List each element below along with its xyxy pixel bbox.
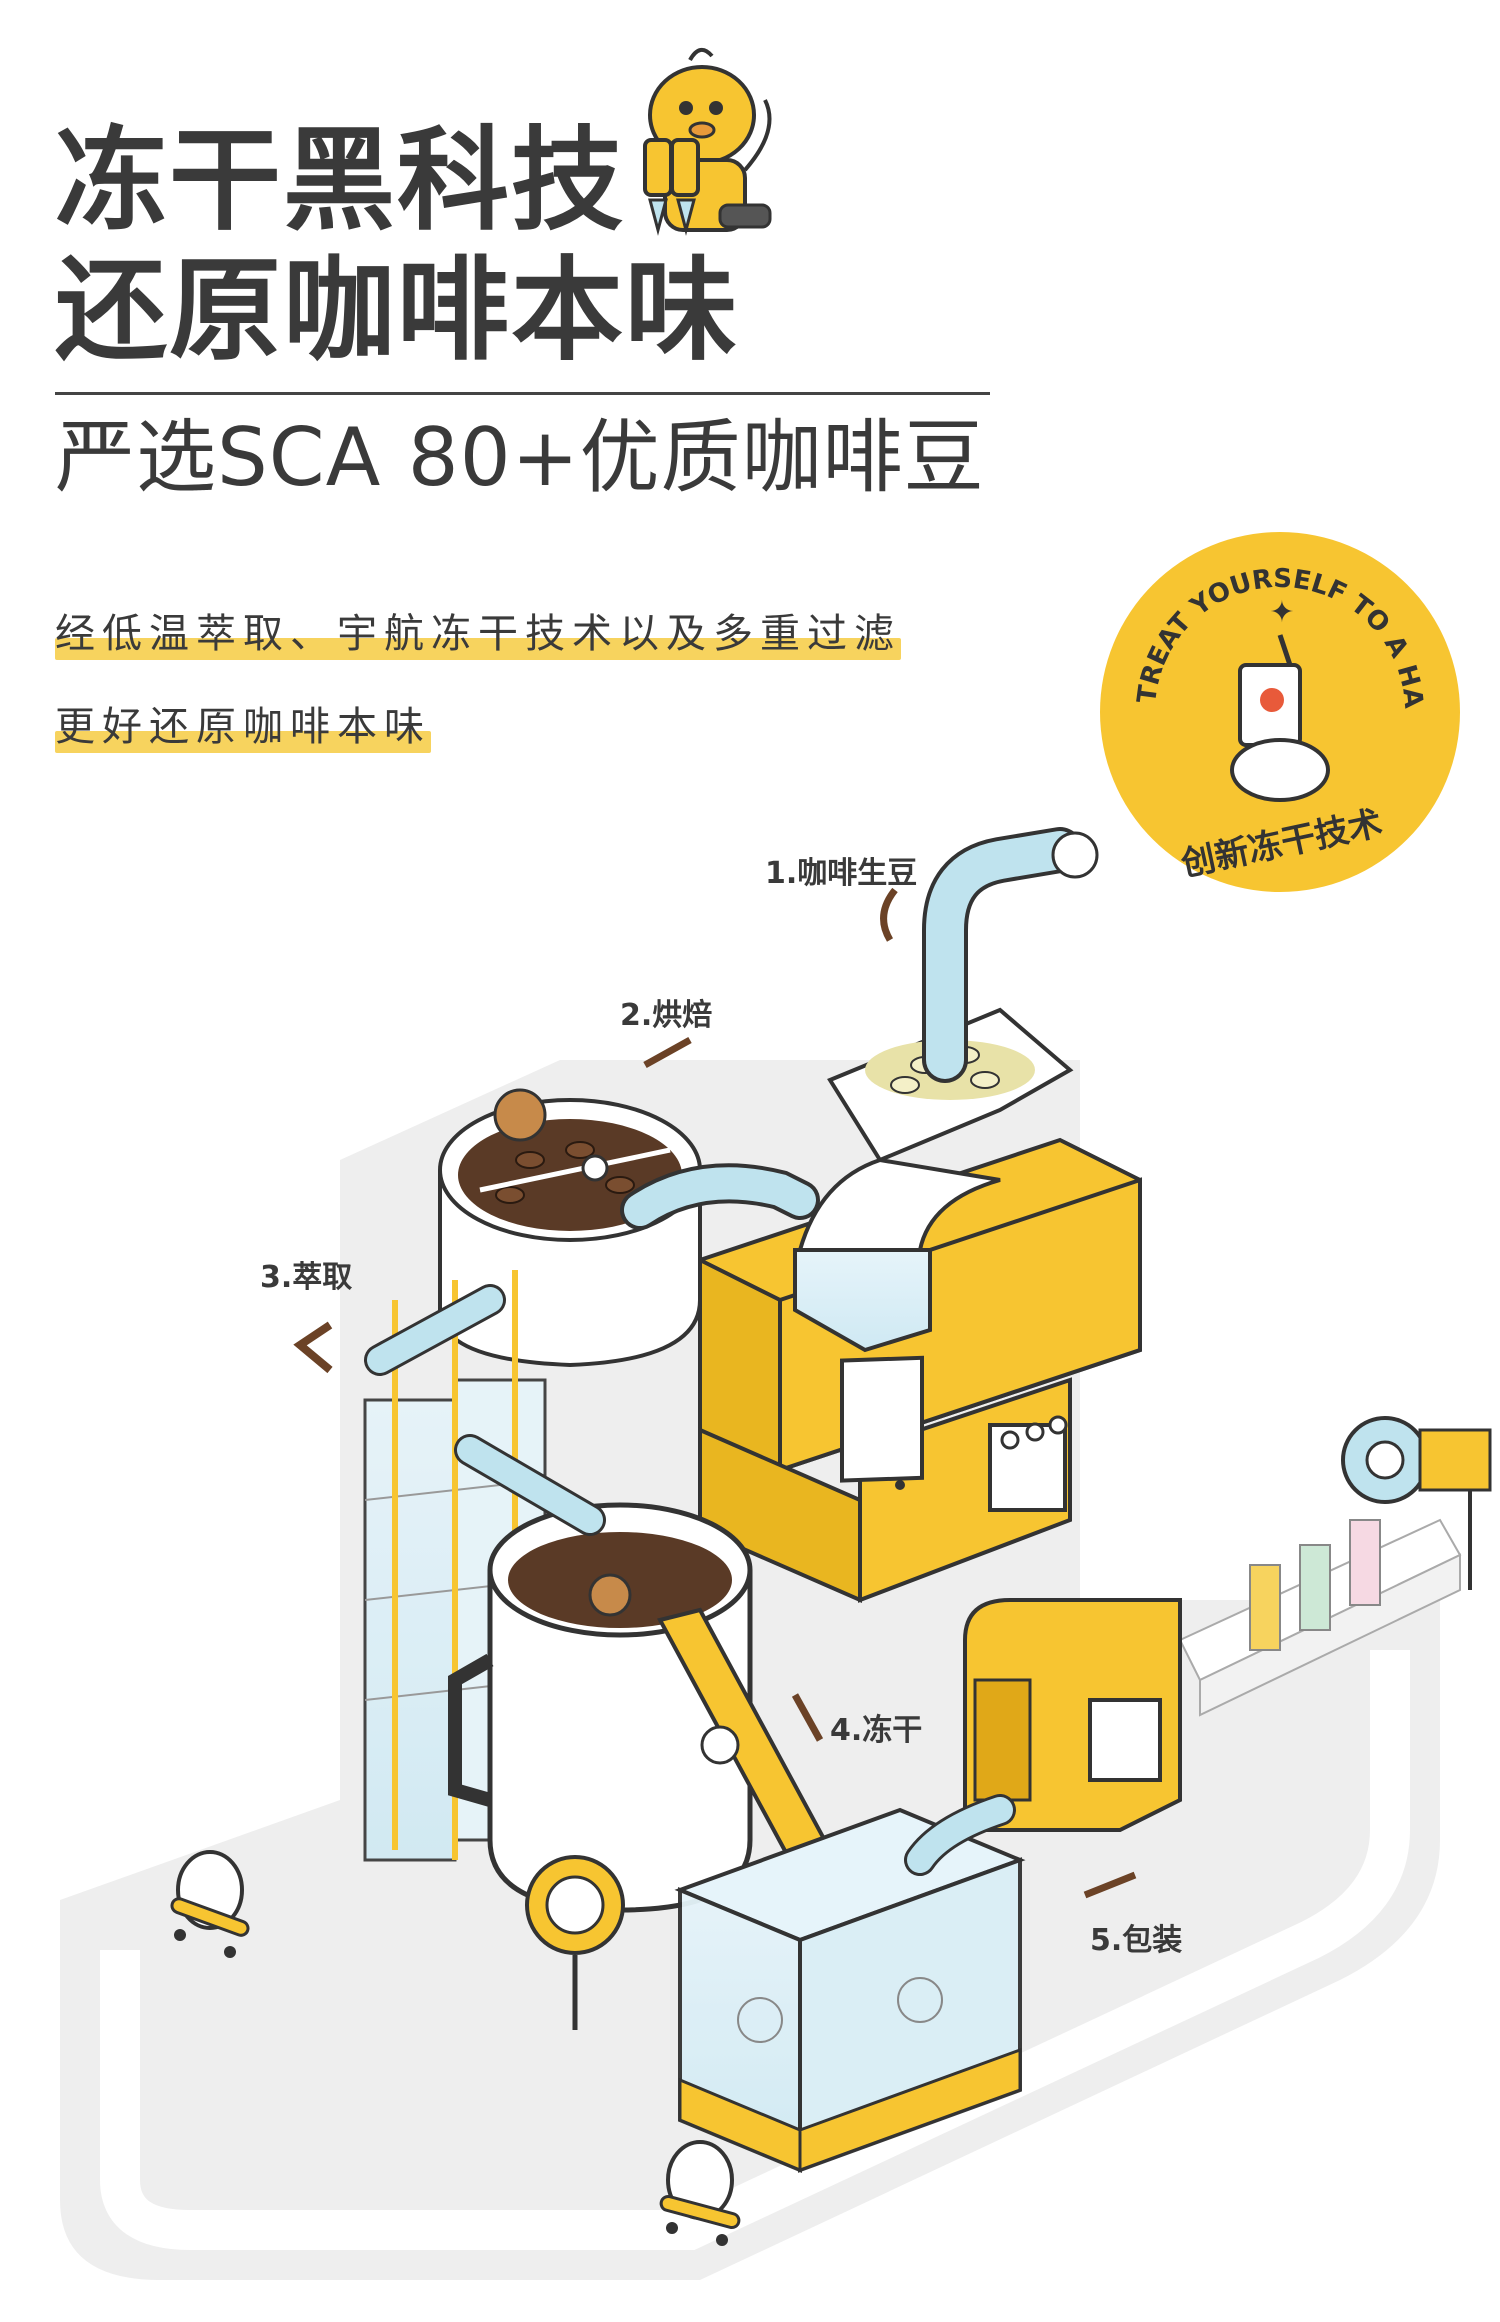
arrow-step4-icon (791, 1693, 824, 1742)
roasting-drum (438, 1088, 702, 1368)
arrow-step1-icon (880, 887, 898, 942)
bean-character-icon (588, 1573, 632, 1617)
highlight-bar (55, 731, 431, 753)
bean-character-icon (493, 1088, 547, 1142)
description-line2: 更好还原咖啡本味 (55, 704, 431, 753)
machine-door (840, 1355, 924, 1483)
arrow-step2-icon (643, 1036, 692, 1069)
input-pipe (922, 827, 1099, 1083)
conveyor-belt (1178, 1518, 1462, 1717)
arrow-step5-icon (1083, 1871, 1137, 1899)
skateboard-character-icon (659, 2140, 741, 2246)
highlight-bar (55, 638, 901, 660)
packaging-booth (904, 1598, 1182, 1876)
sparkle-icon: ✦ (1269, 595, 1294, 630)
divider (55, 392, 990, 395)
step-3-label: 3.萃取 (260, 1260, 353, 1295)
headline-line2: 还原咖啡本味 (55, 246, 739, 376)
step-2-label: 2.烘焙 (620, 998, 713, 1033)
description-line1-text: 经低温萃取、宇航冻干技术以及多重过滤 (55, 611, 901, 657)
sign-board (1341, 1416, 1492, 1590)
arrow-step3-icon (293, 1321, 333, 1374)
mascot-duck-icon (643, 48, 772, 236)
step-1-label: 1.咖啡生豆 (765, 856, 918, 891)
subtitle: 严选SCA 80+优质咖啡豆 (55, 411, 985, 504)
description-line1: 经低温萃取、宇航冻干技术以及多重过滤 (55, 611, 901, 660)
headline-line1: 冻干黑科技 (55, 116, 625, 246)
step-4-label: 4.冻干 (830, 1713, 923, 1748)
step-5-label: 5.包装 (1090, 1923, 1183, 1958)
skateboard-character-icon (170, 1850, 250, 1958)
bean-hopper (793, 1007, 1074, 1353)
description-line2-text: 更好还原咖啡本味 (55, 704, 431, 750)
